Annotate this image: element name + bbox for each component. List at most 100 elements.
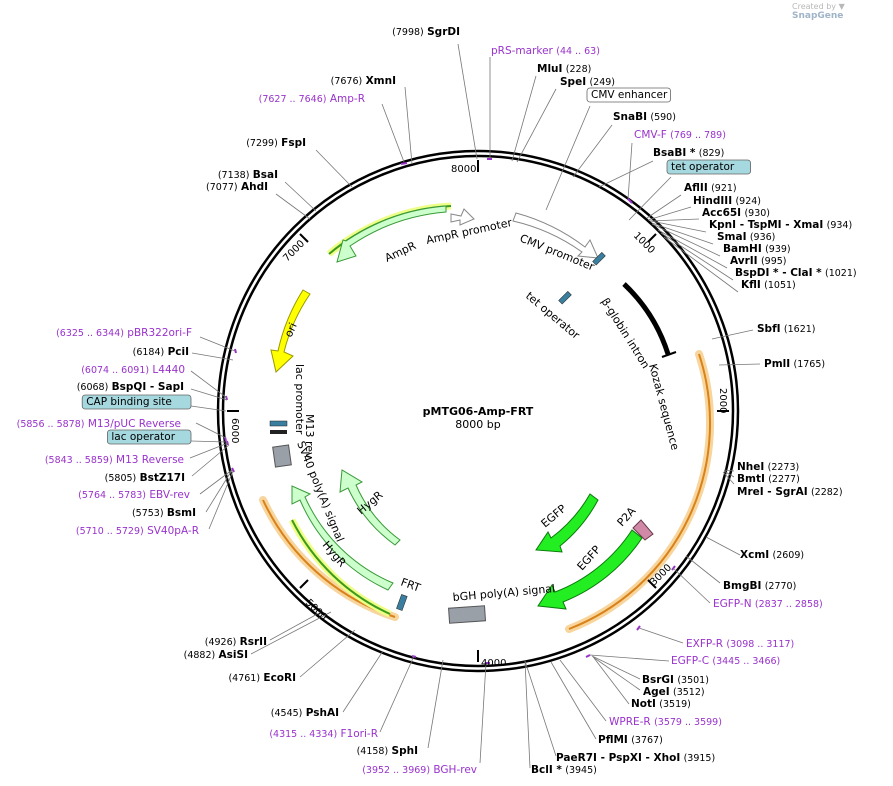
plasmid-name: pMTG06-Amp-FRT bbox=[423, 405, 534, 418]
green-arc-hygr-line bbox=[291, 519, 391, 615]
orange-arc-egfp-region-line bbox=[568, 353, 712, 630]
feature-bgh-polya bbox=[448, 605, 487, 624]
site-label-22: KflI (1051) bbox=[741, 279, 796, 291]
feature-hygr-2 bbox=[339, 469, 401, 546]
tick-label-8000: 8000 bbox=[451, 164, 476, 175]
site-label-25: (6184) PciI bbox=[133, 346, 189, 358]
feature-p2a bbox=[632, 519, 654, 541]
scale-ticks bbox=[227, 160, 729, 662]
site-label-12: tet operator bbox=[671, 161, 735, 173]
tick-label-2000: 2000 bbox=[717, 388, 728, 413]
site-label-48: BsrGI (3501) bbox=[642, 674, 709, 686]
site-label-27: (6074 .. 6091) L4440 bbox=[81, 364, 185, 376]
feature-label-kozak-sequence: Kozak sequence bbox=[646, 362, 682, 451]
site-label-36: (5805) BstZ17I bbox=[105, 472, 185, 484]
plasmid-backbone-inner bbox=[221, 154, 735, 668]
feature-tet-operator-2 bbox=[558, 290, 572, 305]
site-label-30: (5856 .. 5878) M13/pUC Reverse bbox=[17, 418, 181, 430]
plasmid-backbone-outer bbox=[216, 149, 740, 673]
site-label-44: (4926) RsrII bbox=[205, 636, 267, 648]
site-label-21: BspDI * - ClaI * (1021) bbox=[735, 267, 857, 279]
tick-label-5000: 5000 bbox=[303, 597, 329, 623]
feature-label-m13-rev: M13 rev bbox=[303, 414, 316, 459]
site-label-39: (5710 .. 5729) SV40pA-R bbox=[76, 525, 199, 537]
site-label-47: (4761) EcoRI bbox=[228, 672, 296, 684]
site-label-49: AgeI (3512) bbox=[643, 686, 705, 698]
tick-label-1000: 1000 bbox=[631, 230, 657, 256]
site-label-13: (7077) AhdI bbox=[206, 181, 268, 193]
site-label-54: PflMI (3767) bbox=[598, 734, 663, 746]
site-label-box-6 bbox=[586, 87, 671, 103]
site-label-37: (5764 .. 5783) EBV-rev bbox=[78, 489, 190, 501]
feature-label-lac-promoter: lac promoter bbox=[293, 364, 306, 435]
feature-label-bgh-polya: bGH poly(A) signal bbox=[452, 582, 555, 604]
feature-frt bbox=[396, 594, 408, 611]
site-label-52: WPRE-R (3579 .. 3599) bbox=[609, 716, 722, 728]
site-label-57: (3952 .. 3969) BGH-rev bbox=[362, 764, 477, 776]
site-label-33: NheI (2273) bbox=[737, 461, 799, 473]
site-label-box-12 bbox=[666, 159, 751, 175]
site-label-14: AflII (921) bbox=[684, 182, 737, 194]
feature-sv40-polya bbox=[272, 444, 292, 468]
site-label-29: CAP binding site bbox=[86, 396, 172, 408]
site-label-7: SnaBI (590) bbox=[613, 111, 676, 123]
feature-label-tet-operator: tet operator bbox=[523, 289, 582, 342]
site-label-41: BmgBI (2770) bbox=[723, 580, 796, 592]
site-label-15: HindIII (924) bbox=[693, 195, 761, 207]
feature-tet-operator-1 bbox=[592, 251, 606, 266]
site-label-26: PmlI (1765) bbox=[764, 358, 825, 370]
site-label-11: (7138) BsaI bbox=[218, 169, 278, 181]
site-label-box-31 bbox=[107, 429, 192, 445]
site-label-50: NotI (3519) bbox=[631, 698, 691, 710]
plasmid-length: 8000 bp bbox=[455, 418, 500, 431]
site-label-51: (4545) PshAI bbox=[271, 707, 339, 719]
tick-label-4000: 4000 bbox=[481, 658, 506, 669]
site-label-0: (7998) SgrDI bbox=[392, 26, 460, 38]
site-label-6: CMV enhancer bbox=[591, 89, 668, 101]
site-label-5: (7627 .. 7646) Amp-R bbox=[259, 93, 365, 105]
site-label-19: BamHI (939) bbox=[723, 243, 791, 255]
feature-ampr bbox=[336, 205, 447, 263]
site-label-58: BclI * (3945) bbox=[531, 764, 597, 776]
site-label-9: CMV-F (769 .. 789) bbox=[634, 129, 726, 141]
feature-egfp-1 bbox=[535, 493, 599, 553]
site-label-box-29 bbox=[81, 394, 192, 410]
snapgene-logo-icon: ▼ bbox=[838, 2, 845, 11]
site-label-17: KpnI - TspMI - XmaI (934) bbox=[709, 219, 852, 231]
feature-lac-promoter-mark bbox=[269, 420, 288, 427]
feature-ampr-promoter bbox=[450, 208, 475, 226]
site-label-4: SpeI (249) bbox=[560, 76, 615, 88]
feature-ori bbox=[270, 289, 311, 373]
site-label-2: MluI (228) bbox=[537, 63, 591, 75]
site-label-23: SbfI (1621) bbox=[757, 323, 816, 335]
site-label-46: EGFP-C (3445 .. 3466) bbox=[671, 655, 780, 667]
created-by-watermark: Created by ▼ SnapGene bbox=[792, 2, 845, 21]
site-label-24: (6325 .. 6344) pBR322ori-F bbox=[56, 327, 192, 339]
site-label-42: EGFP-N (2837 .. 2858) bbox=[713, 598, 823, 610]
tick-label-6000: 6000 bbox=[229, 418, 240, 443]
site-label-8: (7299) FspI bbox=[246, 137, 306, 149]
site-label-34: BmtI (2277) bbox=[737, 473, 800, 485]
feature-label-ori: ori bbox=[282, 321, 300, 339]
site-label-31: lac operator bbox=[111, 431, 175, 443]
feature-m13rev-mark bbox=[270, 430, 287, 434]
feature-cmv-promoter bbox=[512, 212, 599, 259]
site-label-55: (4158) SphI bbox=[357, 745, 418, 757]
site-label-28: (6068) BspQI - SapI bbox=[77, 381, 184, 393]
site-label-3: (7676) XmnI bbox=[331, 75, 396, 87]
site-label-45: (4882) AsiSI bbox=[184, 649, 248, 661]
feature-beta-globin-intron bbox=[622, 282, 671, 355]
site-label-32: (5843 .. 5859) M13 Reverse bbox=[45, 454, 184, 466]
site-label-56: PaeR7I - PspXI - XhoI (3915) bbox=[556, 752, 715, 764]
site-label-53: (4315 .. 4334) F1ori-R bbox=[269, 728, 378, 740]
feature-label-egfp-1: EGFP bbox=[539, 502, 569, 530]
leader-lines bbox=[189, 43, 761, 769]
site-label-38: (5753) BsmI bbox=[132, 507, 196, 519]
site-label-40: XcmI (2609) bbox=[740, 549, 804, 561]
feature-label-frt: FRT bbox=[399, 576, 422, 595]
feature-egfp-2 bbox=[537, 529, 643, 610]
feature-label-ampr: AmpR bbox=[383, 239, 419, 265]
site-label-10: BsaBI * (829) bbox=[653, 147, 724, 159]
